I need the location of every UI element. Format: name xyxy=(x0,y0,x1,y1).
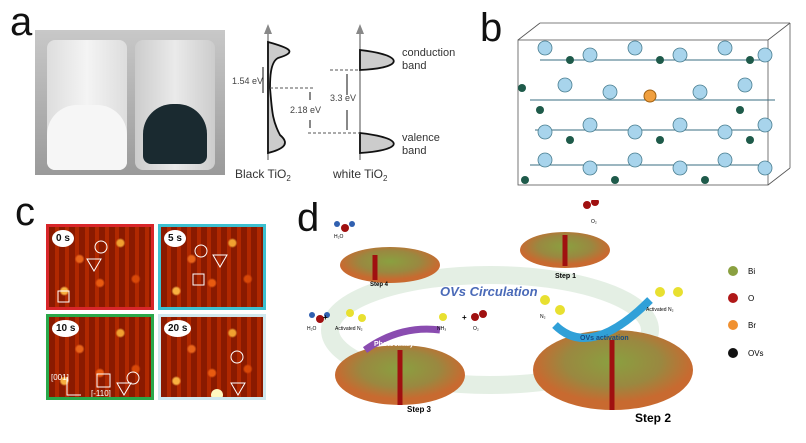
axis-001-label: [001] xyxy=(51,373,69,382)
ovs-cycle-diagram: Photocatalysis OVs activation OVs Circul… xyxy=(307,200,764,425)
activated-n2-step3: Activated N₂ xyxy=(335,326,363,332)
band-diagram: 1.54 eV 2.18 eV 3.3 eV conduction band v… xyxy=(232,24,455,183)
axis-110-label: [-110] xyxy=(91,389,111,398)
step2-label: Step 2 xyxy=(635,411,671,425)
photocatalysis-arrow xyxy=(362,325,441,353)
n2-label: N₂ xyxy=(540,314,546,320)
black-tio2-label: Black TiO xyxy=(235,167,286,181)
subscript: 2 xyxy=(286,174,291,183)
o2-step3: O₂ xyxy=(473,326,479,332)
activated-n2-step2: Activated N₂ xyxy=(646,307,674,313)
svg-text:white TiO2: white TiO2 xyxy=(332,167,388,183)
legend-o: O xyxy=(748,294,754,303)
white-tio2-label: white TiO xyxy=(332,167,383,181)
conduction-label: conduction xyxy=(402,47,455,59)
conduction-label-2: band xyxy=(402,60,426,72)
valence-label: valence xyxy=(402,132,440,144)
legend: Bi O Br OVs xyxy=(728,266,764,358)
subscript: 2 xyxy=(383,174,388,183)
gap-black-upper: 1.54 eV xyxy=(232,76,263,86)
stm-frame-0s: 0 s xyxy=(46,224,154,310)
time-label: 0 s xyxy=(52,230,74,247)
svg-text:+: + xyxy=(323,313,328,322)
h2o-step4: H₂O xyxy=(334,234,344,240)
step4-surface xyxy=(340,247,440,283)
gap-white: 3.3 eV xyxy=(330,93,356,103)
svg-text:Black TiO2: Black TiO2 xyxy=(235,167,291,183)
stm-frame-10s: 10 s [001] [-110] xyxy=(46,314,154,400)
time-label: 10 s xyxy=(52,320,80,337)
ovs-activation-label: OVs activation xyxy=(580,335,629,342)
step3-label: Step 3 xyxy=(407,405,432,414)
panel-label-c: c xyxy=(15,190,35,234)
o2-step1: O₂ xyxy=(591,219,597,225)
nh3-label: NH₃ xyxy=(437,326,446,332)
panel-label-b: b xyxy=(480,6,503,50)
stm-frame-5s: 5 s xyxy=(158,224,266,310)
time-label: 5 s xyxy=(164,230,186,247)
ovs-activation-arrow xyxy=(552,297,653,342)
step1-label: Step 1 xyxy=(555,273,576,280)
step4-label: Step 4 xyxy=(370,282,389,288)
crystal-structure xyxy=(517,22,791,186)
legend-ovs: OVs xyxy=(748,349,764,358)
white-tio2-vial xyxy=(47,40,127,170)
legend-br: Br xyxy=(748,321,756,330)
time-label: 20 s xyxy=(164,320,192,337)
black-tio2-vial xyxy=(135,40,215,170)
h2o-step3: H₂O xyxy=(307,326,317,332)
valence-label-2: band xyxy=(402,145,426,157)
vials-photo xyxy=(35,30,225,175)
svg-text:+: + xyxy=(462,313,467,322)
stm-frame-20s: 20 s xyxy=(158,314,266,400)
gap-black: 2.18 eV xyxy=(290,105,321,115)
panel-label-a: a xyxy=(10,0,33,44)
photocatalysis-label: Photocatalysis xyxy=(374,341,424,348)
cycle-title: OVs Circulation xyxy=(440,284,538,299)
panel-label-d: d xyxy=(297,196,320,240)
legend-bi: Bi xyxy=(748,267,755,276)
